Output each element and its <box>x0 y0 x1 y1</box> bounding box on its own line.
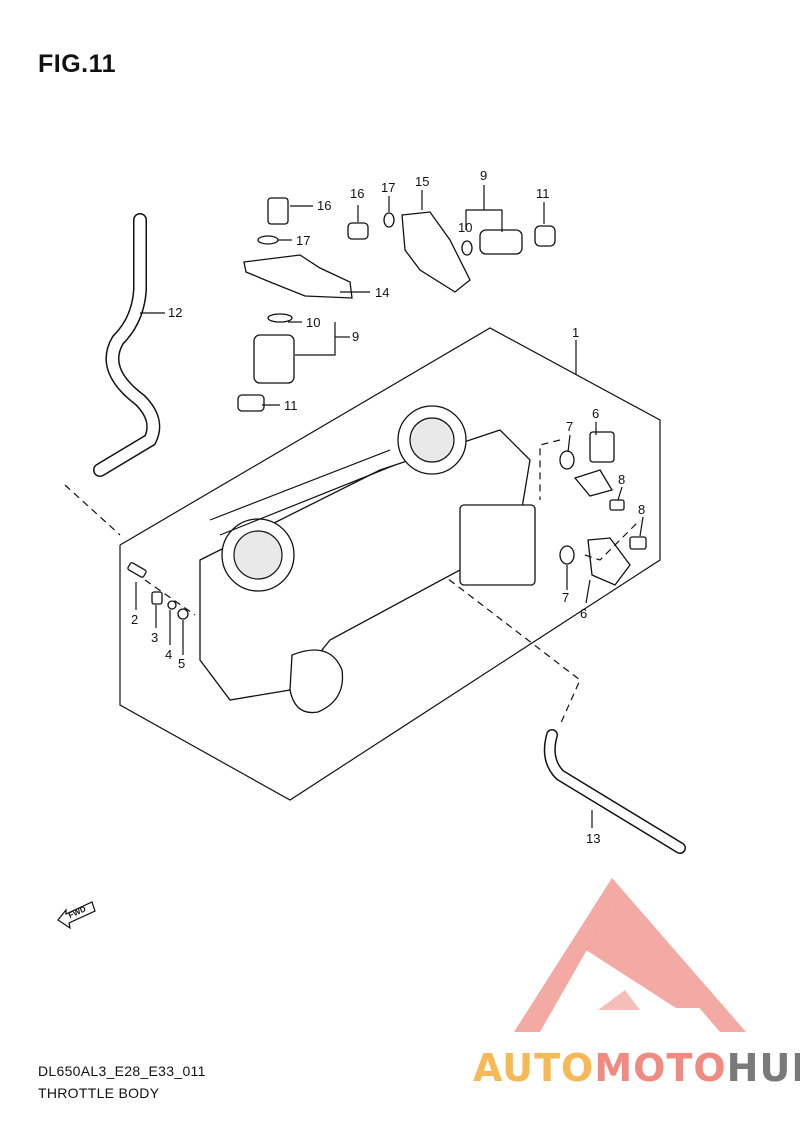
injector-group-right <box>347 211 556 293</box>
watermark-part-moto: MOTO <box>594 1046 727 1090</box>
callout-11-right: 11 <box>536 186 550 201</box>
callout-7-bottom: 7 <box>562 590 569 605</box>
callout-6-bottom: 6 <box>580 606 587 621</box>
callout-8-bottom: 8 <box>638 502 645 517</box>
watermark-part-hub: HUB <box>726 1046 800 1090</box>
callout-14: 14 <box>375 285 389 300</box>
callout-6-top: 6 <box>592 406 599 421</box>
callout-15: 15 <box>415 174 429 189</box>
sensor-group <box>539 431 647 586</box>
callout-labels: 16 17 14 10 9 11 12 16 17 15 10 9 11 1 7… <box>131 168 645 846</box>
section-name: THROTTLE BODY <box>38 1085 160 1101</box>
callout-13: 13 <box>586 831 600 846</box>
callout-12: 12 <box>168 305 182 320</box>
fastener-group <box>127 562 196 620</box>
callout-16-left: 16 <box>317 198 331 213</box>
callout-3: 3 <box>151 630 158 645</box>
injector-group-left <box>237 197 353 412</box>
callout-5: 5 <box>178 656 185 671</box>
callout-10-right: 10 <box>458 220 472 235</box>
hose-13 <box>429 564 686 854</box>
watermark-logo-icon <box>514 878 746 1032</box>
callout-16-right: 16 <box>350 186 364 201</box>
callout-9-right: 9 <box>480 168 487 183</box>
watermark-text: AUTOMOTOHUB <box>473 1046 800 1090</box>
callout-17-left: 17 <box>296 233 310 248</box>
hose-12 <box>64 213 161 536</box>
assembly-frame <box>119 327 661 801</box>
callout-2: 2 <box>131 612 138 627</box>
leader-lines <box>135 185 644 828</box>
callout-8-top: 8 <box>618 472 625 487</box>
callout-1: 1 <box>572 325 579 340</box>
model-code: DL650AL3_E28_E33_011 <box>38 1063 206 1079</box>
fwd-arrow-icon: FWD <box>57 901 96 930</box>
figure-title: FIG.11 <box>38 50 117 78</box>
callout-7-top: 7 <box>566 419 573 434</box>
callout-10-left: 10 <box>306 315 320 330</box>
throttle-body-assembly <box>199 405 536 714</box>
callout-17-right: 17 <box>381 180 395 195</box>
watermark-part-auto: AUTO <box>473 1046 595 1090</box>
callout-11-left: 11 <box>284 398 298 413</box>
callout-4: 4 <box>165 647 172 662</box>
callout-9-left: 9 <box>352 329 359 344</box>
